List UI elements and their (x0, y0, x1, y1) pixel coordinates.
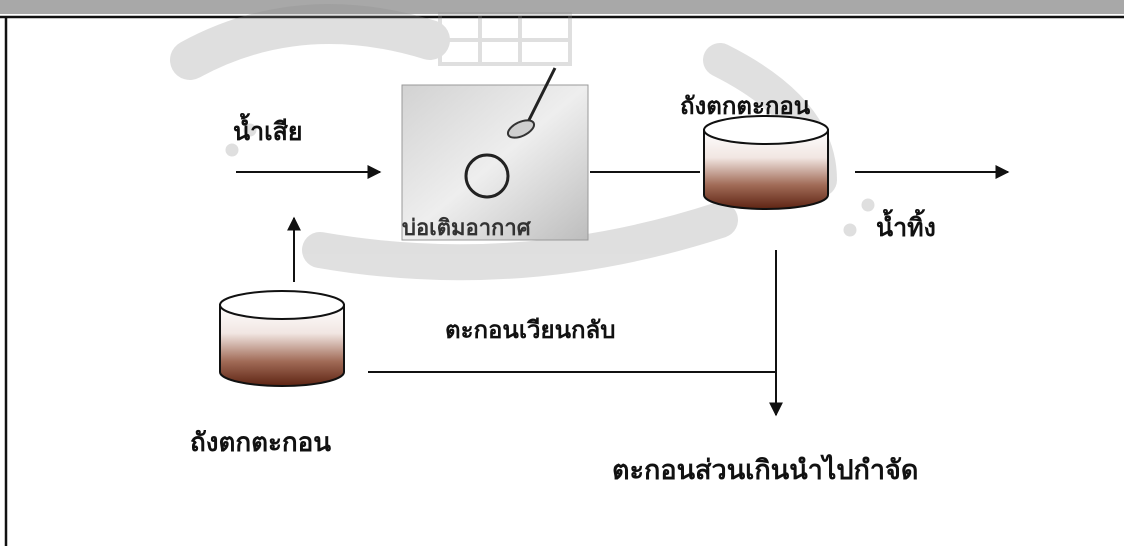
label-effluent: น้ำทิ้ง (876, 213, 936, 242)
label-aeration-tank: บ่อเติมอากาศ (402, 216, 531, 241)
frame-top-bar (0, 0, 1124, 14)
settling-tank-top-icon (703, 115, 829, 210)
label-wastewater: น้ำเสีย (233, 117, 303, 146)
label-settling-tank-bottom: ถังตกตะกอน (190, 428, 332, 458)
aerator-ring-icon (464, 153, 510, 199)
label-excess-sludge: ตะกอนส่วนเกินนำไปกำจัด (612, 455, 919, 486)
mixer-paddle-icon (506, 67, 557, 139)
label-settling-tank-top: ถังตกตะกอน (680, 92, 811, 120)
aeration-tank-box (401, 84, 589, 241)
settling-tank-bottom-icon (219, 290, 345, 387)
watermark-seal (170, 4, 875, 281)
label-return-sludge: ตะกอนเวียนกลับ (445, 316, 616, 344)
